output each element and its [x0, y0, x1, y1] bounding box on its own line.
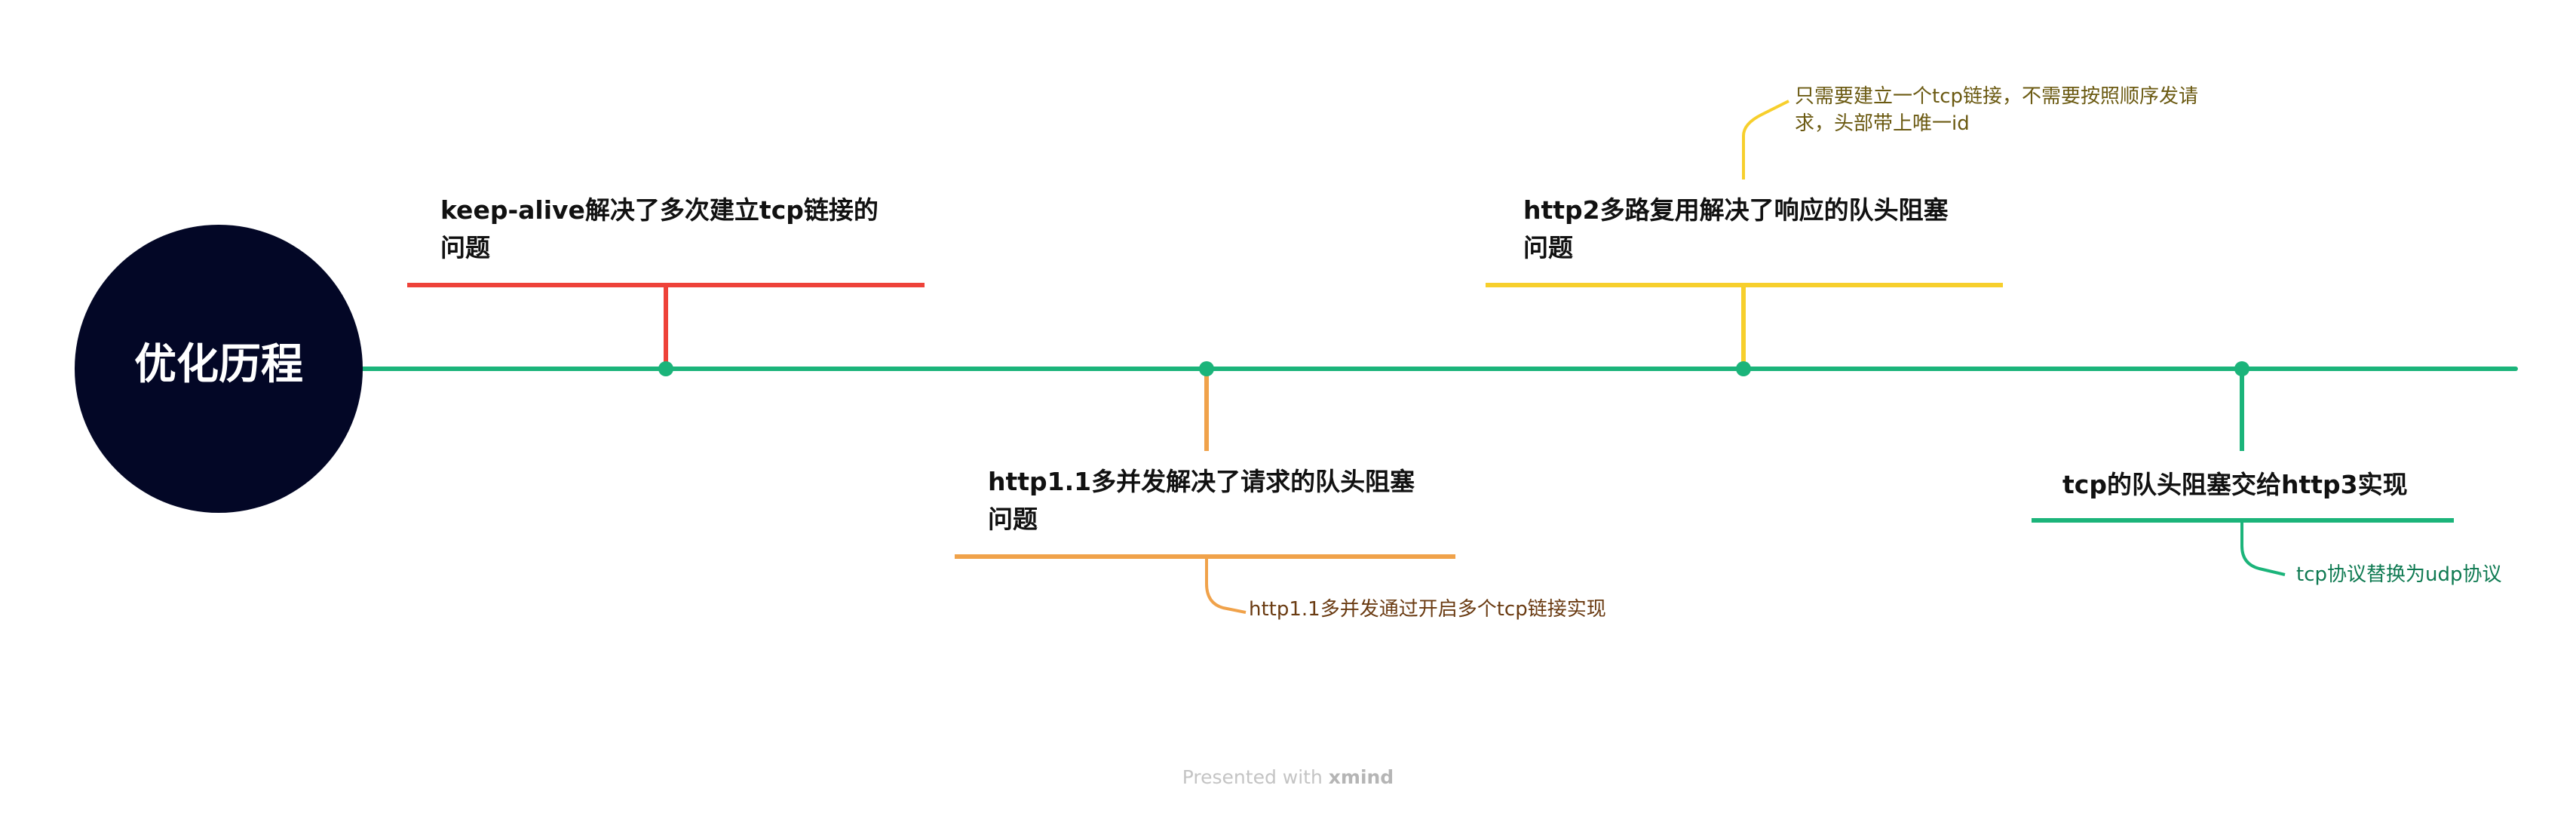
timeline-node-3 — [1736, 361, 1751, 376]
xmind-brand: xmind — [1328, 766, 1394, 788]
timeline-node-2 — [1199, 361, 1214, 376]
timeline-node-4 — [2234, 361, 2249, 376]
note-3-connector — [1742, 100, 1789, 179]
note-http1-1-multiple-connections[interactable]: http1.1多并发通过开启多个tcp链接实现 — [1249, 598, 1606, 621]
note-http2-single-connection[interactable]: 只需要建立一个tcp链接，不需要按照顺序发请 求，头部带上唯一id — [1795, 85, 2198, 135]
topic-http2-multiplexing[interactable]: http2多路复用解决了响应的队头阻塞 问题 — [1523, 195, 1949, 262]
note-2-connector — [1205, 557, 1247, 614]
presented-with-footer: Presented with xmind — [0, 766, 2576, 788]
root-topic-label[interactable]: 优化历程 — [134, 340, 303, 389]
footer-prefix: Presented with — [1182, 766, 1329, 788]
root-topic-circle[interactable] — [75, 225, 363, 513]
note-tcp-to-udp[interactable]: tcp协议替换为udp协议 — [2296, 563, 2502, 586]
note-4-connector — [2240, 520, 2286, 576]
topic-keep-alive[interactable]: keep-alive解决了多次建立tcp链接的 问题 — [440, 195, 879, 262]
timeline-node-1 — [658, 361, 673, 376]
topic-tcp-head-of-line-http3[interactable]: tcp的队头阻塞交给http3实现 — [2062, 470, 2408, 499]
topic-http1-1-concurrency[interactable]: http1.1多并发解决了请求的队头阻塞 问题 — [988, 467, 1415, 534]
